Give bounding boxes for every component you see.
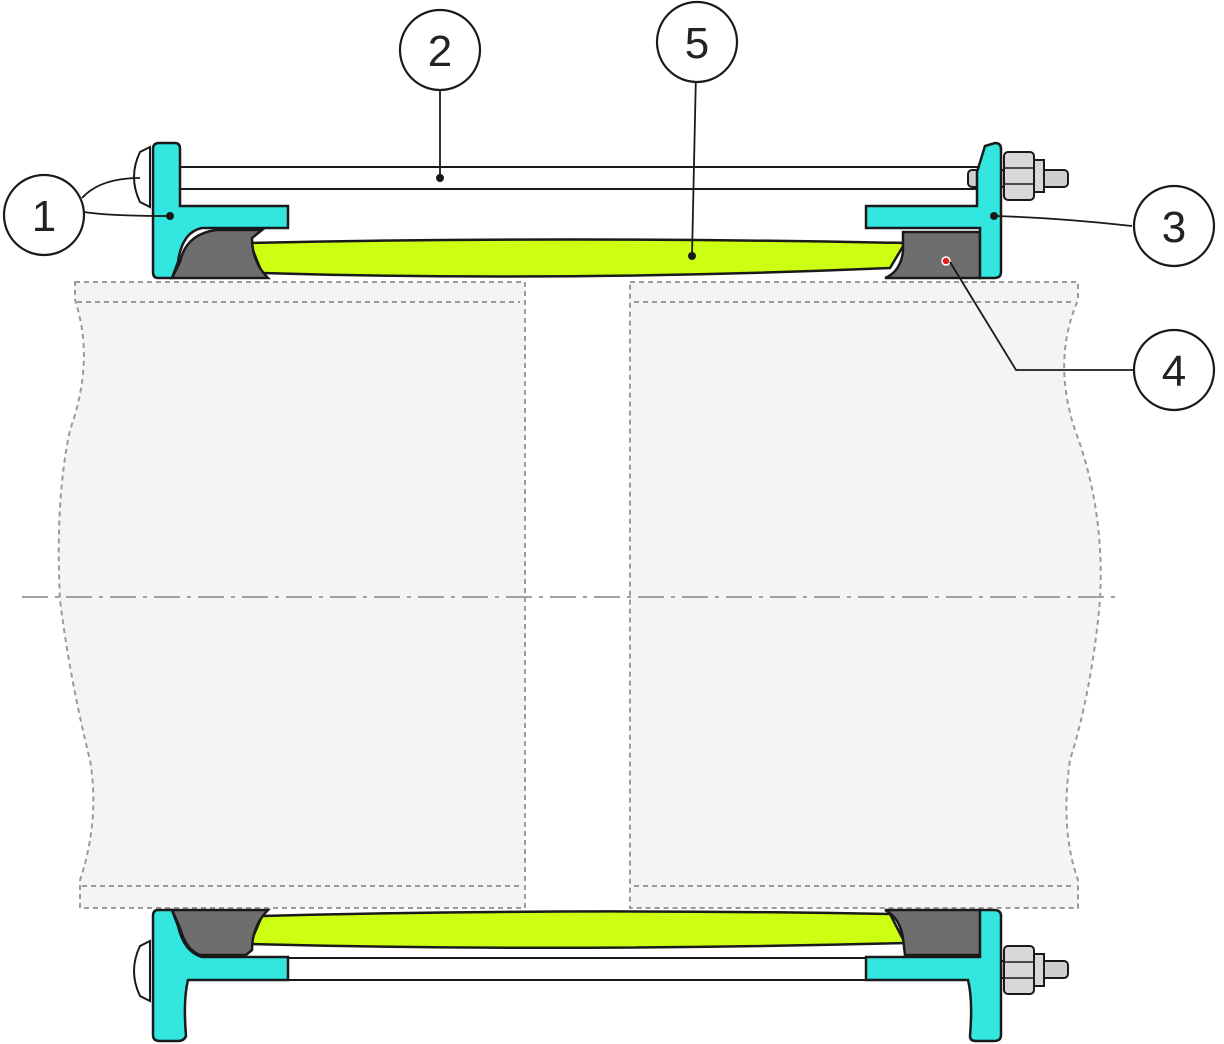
leader-3 (995, 215, 1133, 227)
sleeve-bottom (248, 910, 908, 950)
gasket-bottom-right (884, 908, 982, 957)
left-pipe (57, 281, 526, 909)
callout-4-label: 4 (1162, 347, 1186, 396)
flange-top-right (864, 141, 1003, 280)
sleeve-top (248, 238, 908, 278)
gasket-top-left (169, 228, 272, 280)
leader-4 (949, 261, 1134, 371)
bolt-shaft-top (174, 166, 981, 190)
callout-5-label: 5 (685, 19, 709, 68)
top-assembly (133, 141, 1069, 280)
gasket-top-right (884, 230, 982, 280)
nut-bottom (1003, 945, 1035, 995)
callout-leaders (81, 71, 1134, 371)
bolt-head-bottom (133, 939, 151, 1003)
callout-3: 3 (1132, 184, 1216, 268)
left-pipe-body (57, 281, 526, 909)
callout-1: 1 (2, 173, 86, 257)
leader-5 (691, 71, 697, 257)
flange-bottom-right (864, 908, 1003, 1043)
right-pipe-body (629, 281, 1102, 909)
bolt-shaft-bottom (174, 957, 981, 981)
callout-2-label: 2 (428, 27, 452, 76)
gasket-bottom-left (170, 908, 272, 957)
gasket-marker-dot (941, 256, 951, 266)
callout-1-label: 1 (32, 192, 56, 241)
leader-1b (83, 211, 169, 217)
flange-bottom-left (151, 908, 290, 1043)
callout-3-label: 3 (1162, 203, 1186, 252)
callout-5: 5 (655, 0, 739, 84)
bolt-head-top (133, 145, 151, 209)
bottom-assembly (133, 908, 1069, 1043)
nut-top (1003, 151, 1035, 201)
right-pipe (629, 281, 1102, 909)
flange-top-left (151, 141, 290, 280)
callout-2: 2 (398, 8, 482, 92)
callout-4: 4 (1132, 328, 1216, 412)
leader-dots (166, 174, 998, 260)
leader-1 (81, 177, 141, 199)
